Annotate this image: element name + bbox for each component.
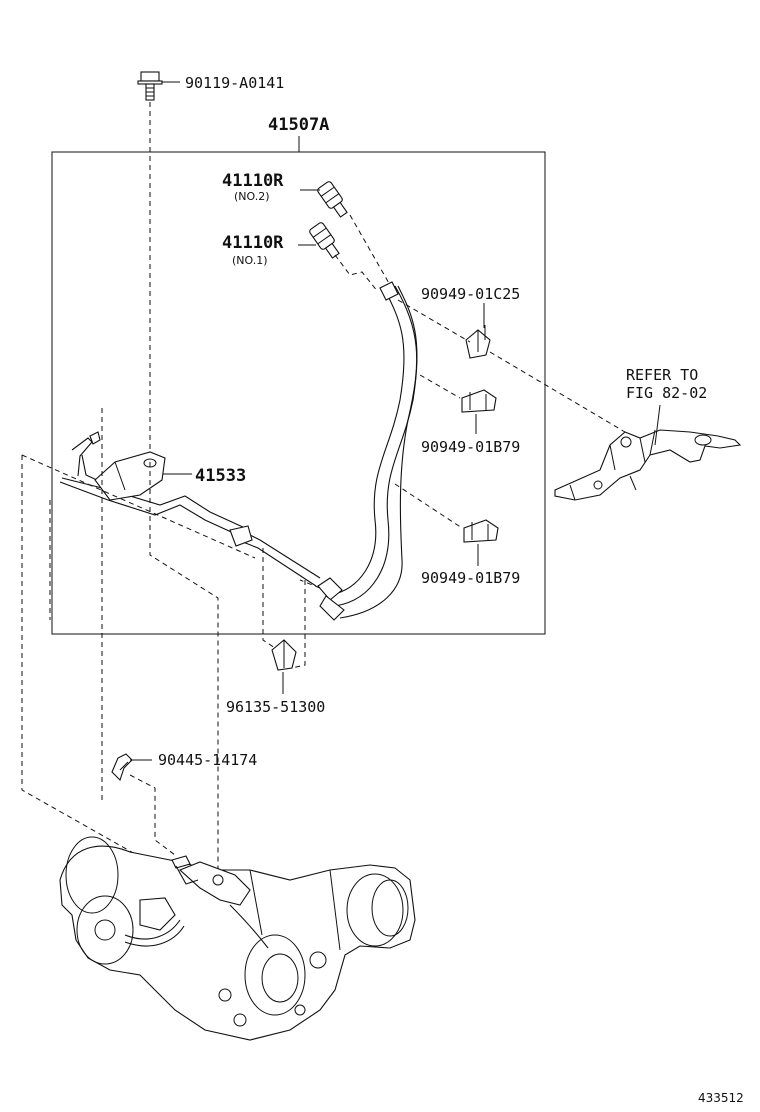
label-assembly: 41507A bbox=[268, 115, 329, 135]
clip-icon bbox=[271, 639, 297, 671]
label-hose-no2: 41110R bbox=[222, 171, 284, 191]
figure-code: 433512 bbox=[698, 1091, 744, 1105]
label-hose-no1: 41110R bbox=[222, 233, 284, 253]
label-bracket: 41533 bbox=[195, 466, 246, 486]
hose-fitting-no2-icon bbox=[317, 181, 348, 218]
label-bolt: 90119-A0141 bbox=[185, 74, 284, 92]
union-fitting-icon bbox=[111, 753, 133, 782]
clamp-b79-upper-icon bbox=[461, 389, 497, 413]
brake-hoses bbox=[317, 281, 418, 621]
clamp-c25-icon bbox=[465, 325, 491, 359]
label-union: 90445-14174 bbox=[158, 751, 257, 769]
label-refer-line1: REFER TO bbox=[626, 366, 698, 384]
differential-housing-icon bbox=[59, 836, 416, 1041]
label-refer-line2: FIG 82-02 bbox=[626, 384, 707, 402]
label-hose-no2-sub: (NO.2) bbox=[234, 190, 270, 203]
bracket-41533-icon bbox=[94, 451, 166, 501]
hose-fitting-no1-icon bbox=[309, 222, 340, 259]
assembly-frame bbox=[51, 136, 546, 635]
rigid-pipes bbox=[59, 431, 321, 587]
label-clamp-b79-upper: 90949-01B79 bbox=[421, 438, 520, 456]
label-hose-no1-sub: (NO.1) bbox=[232, 254, 268, 267]
label-clip: 96135-51300 bbox=[226, 698, 325, 716]
mounting-bracket-icon bbox=[554, 429, 742, 501]
label-clamp-c25: 90949-01C25 bbox=[421, 285, 520, 303]
clamp-b79-lower-icon bbox=[463, 519, 499, 543]
bolt-icon bbox=[137, 71, 180, 101]
label-clamp-b79-lower: 90949-01B79 bbox=[421, 569, 520, 587]
